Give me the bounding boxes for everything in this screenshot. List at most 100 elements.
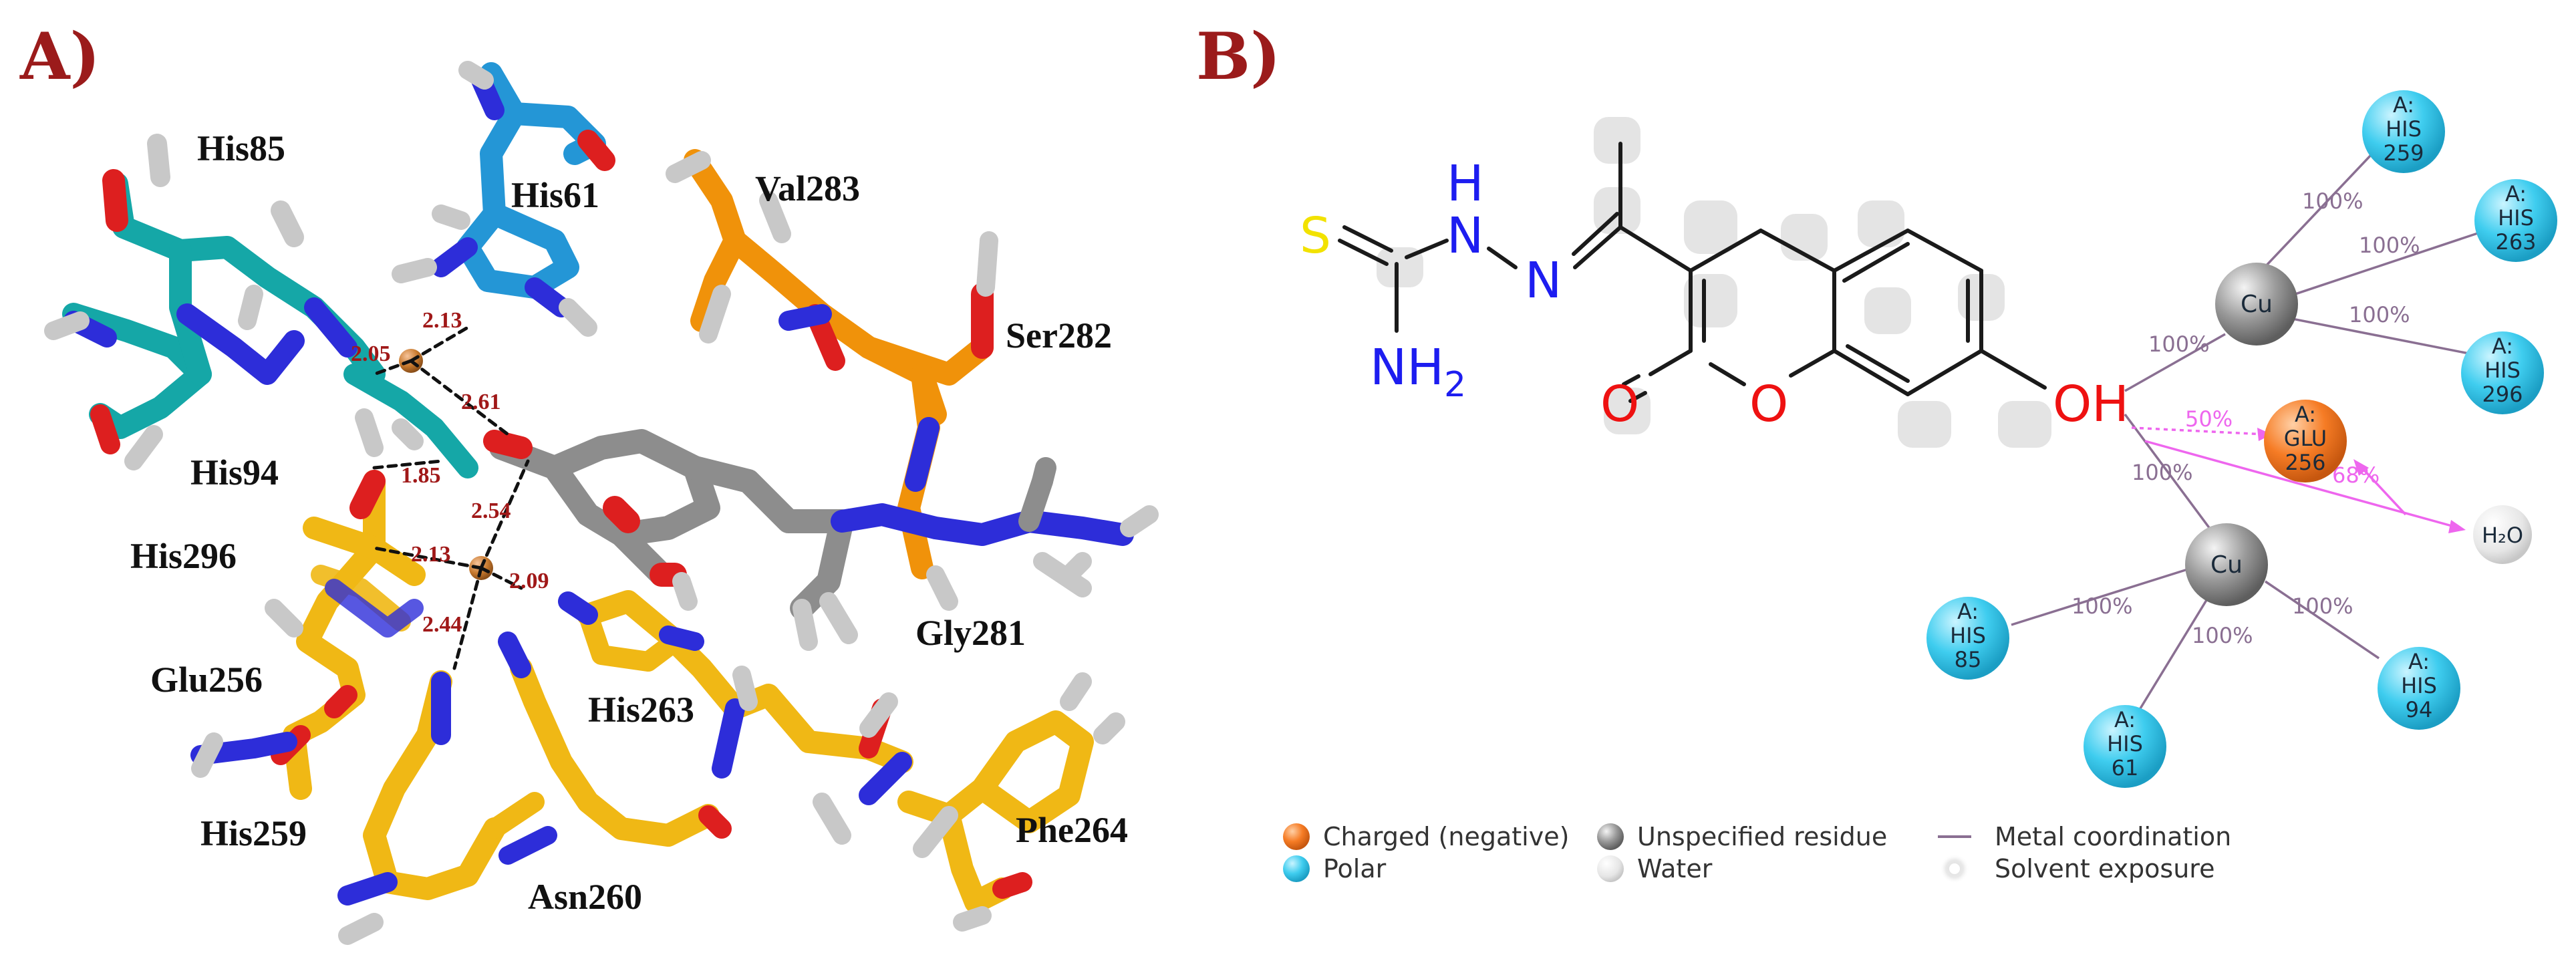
distance-labels: 2.13 2.05 2.61 1.85 2.54 2.13 2.09 2.44 — [351, 308, 549, 637]
his85-sticks — [44, 134, 386, 470]
copper-node: Cu — [2185, 523, 2268, 606]
metal-coordination-lines — [2011, 152, 2486, 712]
panel-b: B) — [1196, 19, 2557, 883]
svg-text:A:: A: — [2492, 333, 2513, 359]
residue-node-glu256: A: GLU 256 — [2264, 400, 2347, 482]
svg-text:A:: A: — [2393, 92, 2414, 118]
his94-sticks — [343, 364, 478, 478]
residue-node-his263: A: HIS 263 — [2474, 179, 2557, 262]
distance-label: 1.85 — [401, 463, 441, 488]
svg-text:296: 296 — [2482, 382, 2523, 407]
distance-label: 2.44 — [422, 612, 462, 637]
nitrogen-atom: N — [1447, 207, 1483, 265]
percentage-label: 68% — [2332, 462, 2380, 488]
svg-text:A:: A: — [2114, 707, 2136, 732]
residue-node-his296: A: HIS 296 — [2461, 331, 2544, 414]
distance-label: 2.54 — [471, 499, 511, 523]
svg-text:HIS: HIS — [2386, 116, 2422, 142]
svg-text:Solvent exposure: Solvent exposure — [1995, 854, 2214, 883]
residue-label: His263 — [588, 690, 694, 730]
svg-text:85: 85 — [1955, 647, 1982, 672]
percentage-label: 50% — [2185, 406, 2233, 432]
svg-text:GLU: GLU — [2284, 426, 2327, 451]
percentage-label: 100% — [2302, 188, 2363, 214]
percentage-label: 100% — [2349, 302, 2410, 327]
percentage-label: 100% — [2292, 593, 2353, 619]
residue-label: Asn260 — [528, 877, 642, 917]
svg-text:HIS: HIS — [2401, 673, 2437, 698]
residue-label: Gly281 — [915, 613, 1026, 653]
svg-text:H₂O: H₂O — [2482, 523, 2523, 548]
residue-node-his94: A: HIS 94 — [2378, 647, 2460, 730]
svg-text:61: 61 — [2112, 755, 2139, 781]
residue-label: His259 — [200, 813, 307, 853]
svg-text:Charged (negative): Charged (negative) — [1323, 822, 1569, 851]
percentage-label: 100% — [2192, 623, 2253, 648]
panel-a: A) — [19, 19, 1159, 945]
copper-node: Cu — [2215, 263, 2298, 345]
amine-group: NH2 — [1370, 339, 1466, 405]
legend-item-water: Water — [1597, 854, 1713, 883]
residue-label: Ser282 — [1006, 315, 1112, 356]
legend-item-polar: Polar — [1283, 854, 1387, 883]
gold-residues-sticks — [190, 470, 1125, 945]
svg-text:A:: A: — [1957, 599, 1979, 624]
ligand-sticks — [483, 429, 1159, 651]
svg-text:HIS: HIS — [1950, 623, 1986, 648]
residue-label: Val283 — [755, 168, 860, 208]
percentage-label: 100% — [2071, 593, 2132, 619]
his61-sticks — [392, 61, 615, 337]
svg-text:HIS: HIS — [2498, 205, 2534, 231]
panel-b-label: B) — [1196, 19, 1281, 94]
percentage-label: 100% — [2132, 460, 2192, 485]
residue-label: His94 — [190, 452, 279, 493]
residue-label: Glu256 — [150, 660, 263, 700]
legend-item-charged-negative: Charged (negative) — [1283, 822, 1569, 851]
residue-node-his85: A: HIS 85 — [1926, 597, 2009, 680]
distance-label: 2.61 — [461, 390, 501, 414]
sulfur-atom: S — [1300, 207, 1331, 265]
svg-text:94: 94 — [2406, 697, 2433, 722]
residue-label: Phe264 — [1016, 810, 1128, 850]
solvent-exposure-halos — [1377, 117, 2051, 448]
distance-label: 2.13 — [411, 542, 451, 567]
hydrogen-bond-lines — [2131, 426, 2466, 533]
panel-a-label: A) — [19, 19, 100, 94]
ring-oxygen-atom: O — [1749, 376, 1788, 433]
residue-label: His296 — [130, 536, 237, 576]
water-node: H₂O — [2473, 505, 2532, 564]
svg-text:A:: A: — [2408, 649, 2430, 674]
svg-text:A:: A: — [2295, 402, 2316, 427]
distance-label: 2.09 — [509, 569, 549, 593]
svg-text:Polar: Polar — [1323, 854, 1387, 883]
percentage-label: 100% — [2148, 331, 2209, 357]
svg-text:259: 259 — [2383, 140, 2424, 166]
svg-text:HIS: HIS — [2484, 358, 2521, 383]
residue-labels: His85 His61 Val283 Ser282 His94 His296 G… — [130, 128, 1128, 917]
distance-label: 2.13 — [422, 308, 462, 333]
nitrogen-atom: N — [1525, 252, 1562, 309]
ligand-atom-labels: S H N N NH2 O O OH — [1300, 155, 2129, 433]
svg-text:HIS: HIS — [2107, 731, 2143, 756]
legend: Charged (negative) Polar Unspecified res… — [1283, 822, 2231, 883]
residue-node-his259: A: HIS 259 — [2362, 90, 2445, 173]
residue-node-his61: A: HIS 61 — [2084, 705, 2166, 788]
svg-text:A:: A: — [2505, 181, 2527, 206]
ligand-2d-bonds — [1338, 142, 2047, 403]
residue-label: His85 — [197, 128, 285, 168]
svg-text:Cu: Cu — [2210, 551, 2243, 579]
coordination-dashes — [372, 325, 530, 670]
legend-item-solvent-exposure: Solvent exposure — [1940, 854, 2214, 883]
percentage-label: 100% — [2359, 233, 2420, 258]
val283-ser282-gly281-sticks — [666, 149, 998, 611]
residue-label: His61 — [511, 175, 599, 215]
svg-text:Unspecified residue: Unspecified residue — [1637, 822, 1887, 851]
carbonyl-oxygen-atom: O — [1600, 376, 1639, 433]
svg-text:Metal coordination: Metal coordination — [1995, 822, 2231, 851]
svg-text:Cu: Cu — [2241, 291, 2273, 318]
svg-text:263: 263 — [2495, 229, 2536, 255]
legend-item-unspecified-residue: Unspecified residue — [1597, 822, 1887, 851]
hydroxyl-group: OH — [2053, 376, 2129, 433]
protein-structure — [44, 61, 1159, 945]
